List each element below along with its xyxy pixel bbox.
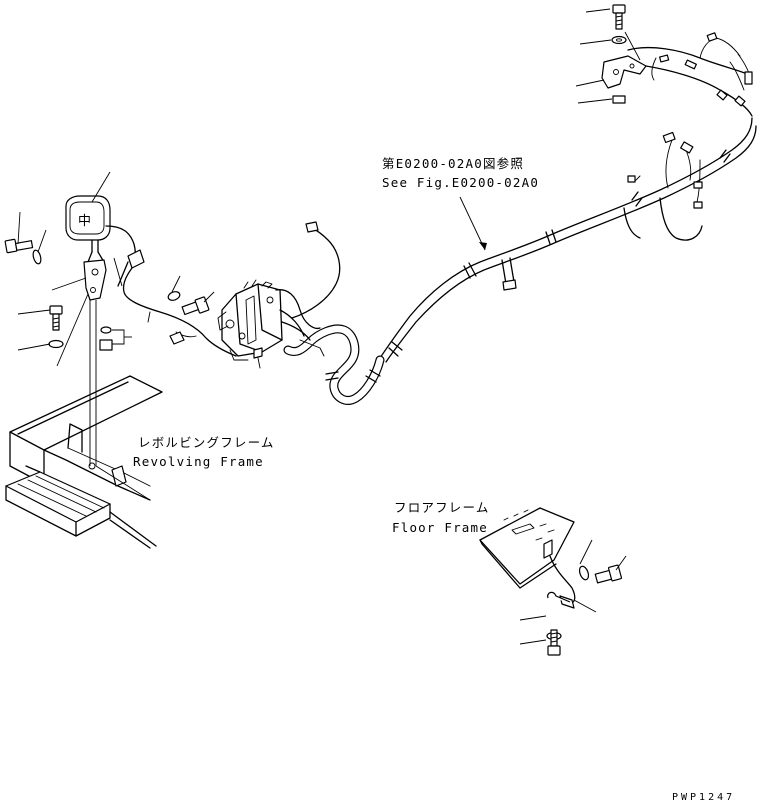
bolt-left xyxy=(4,238,34,254)
floor-frame-label-jp: フロアフレーム xyxy=(394,500,490,515)
washer-floor-right xyxy=(578,565,590,581)
svg-text:中: 中 xyxy=(78,214,92,229)
main-wire-harness xyxy=(283,117,757,405)
nut-small xyxy=(99,339,113,351)
washer-right xyxy=(167,291,181,301)
washer-lower-left xyxy=(48,339,64,349)
harness-bracket xyxy=(601,55,647,89)
lamp-assembly: 中 xyxy=(4,171,237,466)
nut-top xyxy=(612,95,626,104)
revolving-frame-label-jp: レボルビングフレーム xyxy=(138,435,275,450)
reference-label-en: See Fig.E0200-02A0 xyxy=(382,175,539,190)
control-box-assembly xyxy=(217,221,341,369)
floor-frame-label-en: Floor Frame xyxy=(392,520,488,535)
revolving-frame xyxy=(5,375,163,549)
lamp-icon: 中 xyxy=(65,195,111,263)
harness-clips xyxy=(388,149,731,357)
bolt-floor-right xyxy=(594,564,623,584)
top-right-bracket-assembly xyxy=(575,4,753,117)
washer-small xyxy=(100,326,112,334)
washer-left xyxy=(32,249,42,265)
bolt-right xyxy=(181,296,210,316)
floor-frame xyxy=(479,507,627,656)
washer-top xyxy=(611,35,627,45)
drawing-code: PWP1247 xyxy=(672,792,735,803)
revolving-frame-label-en: Revolving Frame xyxy=(133,454,264,469)
lamp-bracket xyxy=(83,259,107,301)
bolt-top xyxy=(612,4,626,30)
reference-label-jp: 第E0200-02A0図参照 xyxy=(382,156,524,171)
bolt-floor-lower xyxy=(547,629,561,656)
bolt-lower-left xyxy=(49,305,63,331)
